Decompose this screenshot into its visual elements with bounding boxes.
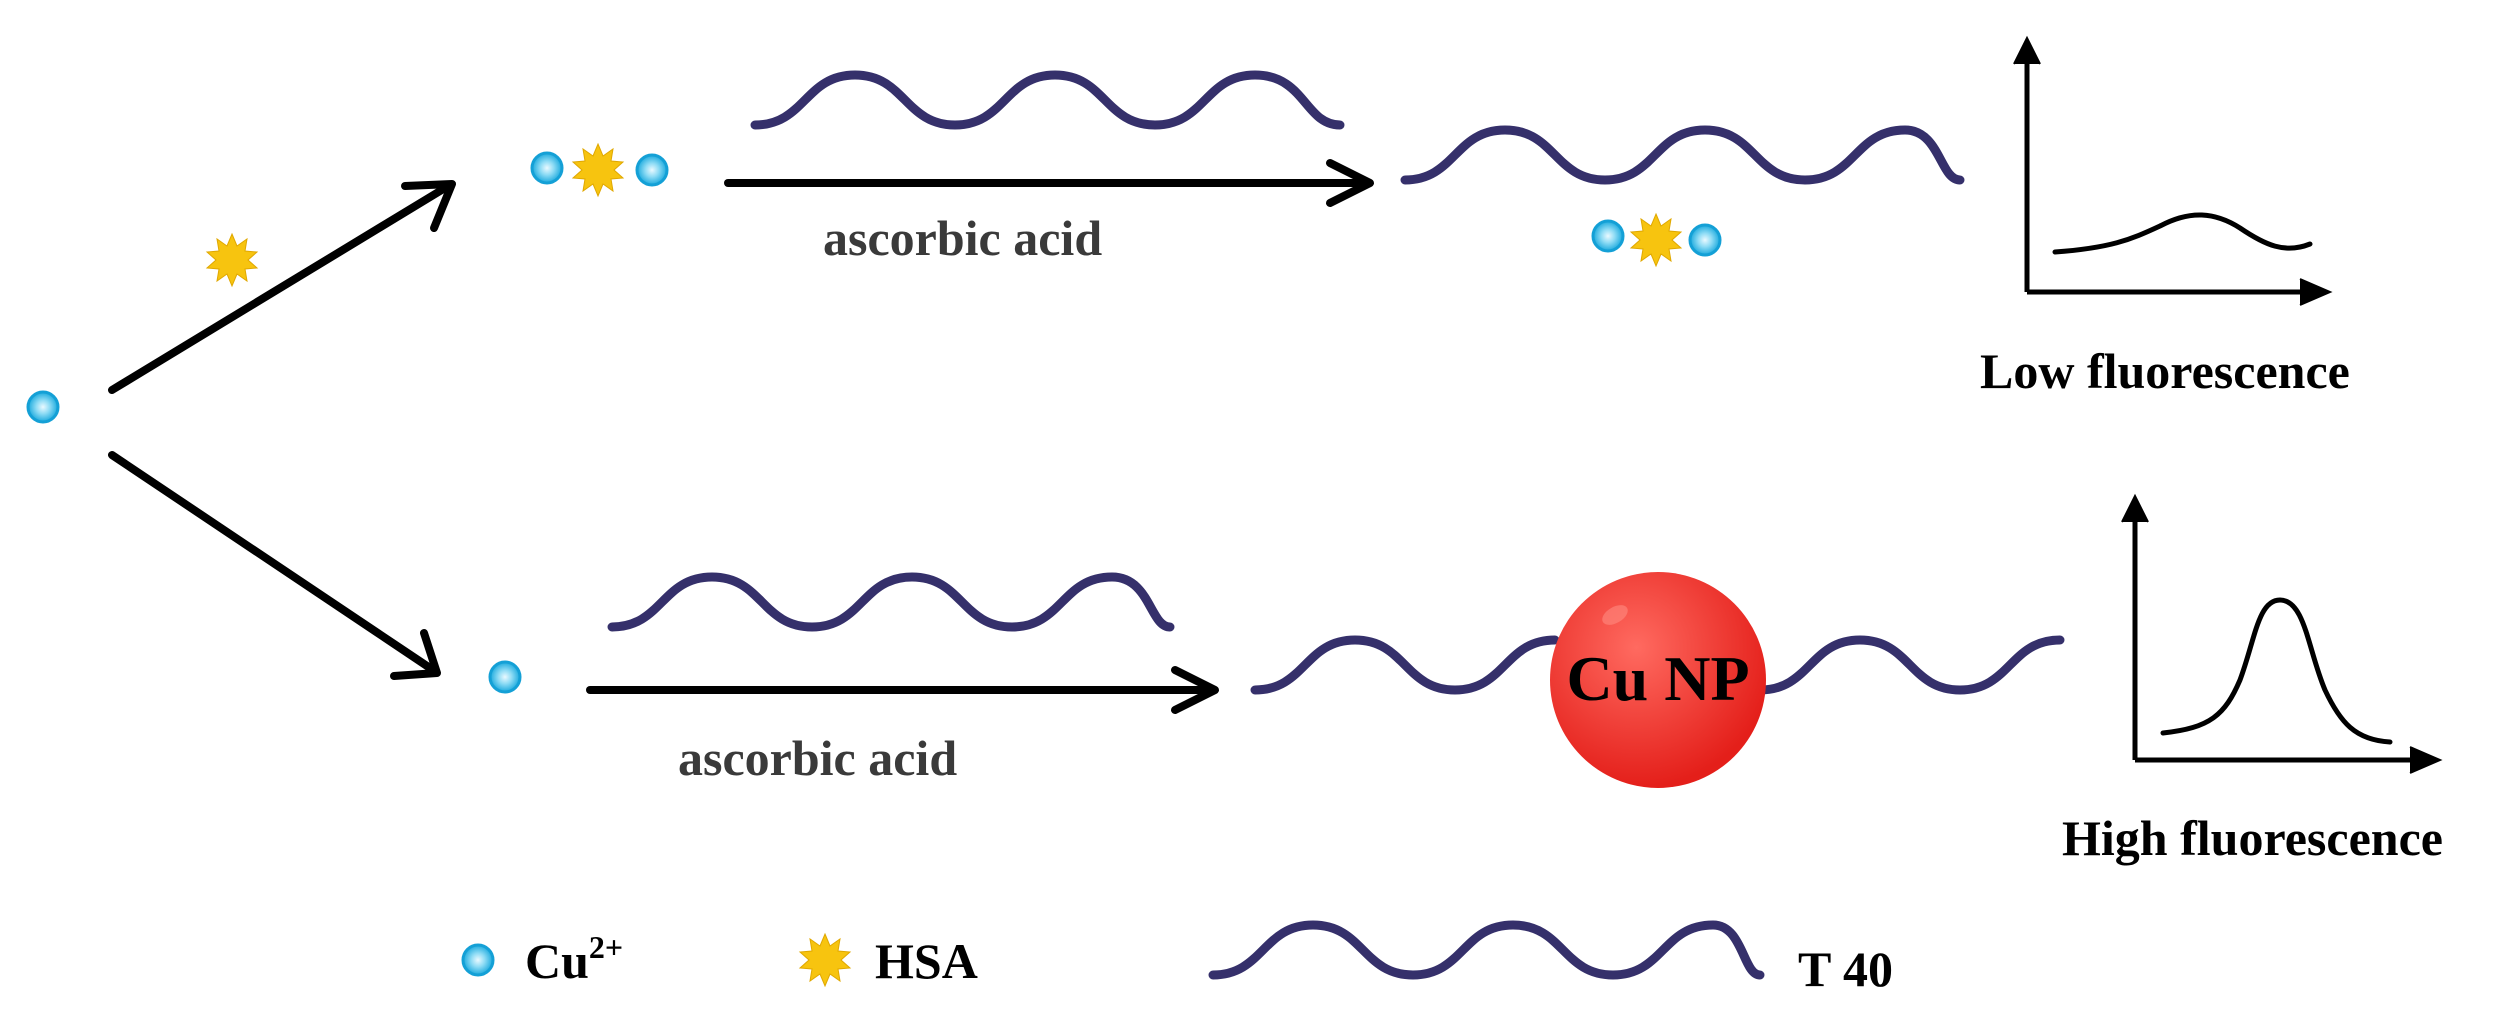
high-fluorescence-curve	[2160, 597, 2393, 745]
nanoparticle-icon	[1550, 572, 1766, 788]
legend-dna-label: T 40	[1798, 941, 1893, 997]
nanoparticle-label: Cu NP	[1566, 643, 1749, 714]
low-fluorescence-curve	[2052, 212, 2313, 255]
svg-text:Cu2+: Cu2+	[525, 929, 623, 989]
low-fluorescence-label: Low fluorescence	[1980, 343, 2350, 399]
high-fluorescence-label: High fluorescence	[2062, 810, 2443, 866]
bottom-reaction-arrow	[586, 666, 1219, 714]
top-reaction-arrow	[724, 159, 1374, 207]
cu-hsa-complex-icon	[1591, 213, 1722, 267]
dna-strand-right-icon	[1755, 635, 2065, 695]
legend-cu-charge: 2+	[589, 929, 623, 965]
dna-strand-icon	[1400, 125, 1965, 185]
branch-arrow-down	[108, 451, 441, 680]
cu-ion-icon	[488, 660, 522, 694]
bottom-reaction-label: ascorbic acid	[678, 730, 957, 786]
cu-hsa-complex-icon	[530, 143, 669, 197]
legend-cu-icon	[461, 943, 495, 977]
dna-strand-left-icon	[1250, 635, 1560, 695]
low-fluorescence-plot	[2013, 35, 2333, 306]
dna-strand-icon	[750, 70, 1345, 130]
legend-cu-label: Cu	[525, 933, 589, 989]
legend: Cu2+ HSA T 40	[461, 920, 1893, 997]
high-fluorescence-plot	[2121, 493, 2443, 774]
legend-hsa-icon	[799, 933, 851, 987]
top-reaction-label: ascorbic acid	[823, 210, 1102, 266]
legend-dna-icon	[1208, 920, 1765, 980]
start-cu-ion-icon	[26, 390, 60, 424]
legend-hsa-label: HSA	[875, 933, 978, 989]
branch-arrow-up	[108, 180, 456, 394]
hsa-added-icon	[206, 233, 258, 287]
dna-strand-icon	[607, 572, 1175, 632]
